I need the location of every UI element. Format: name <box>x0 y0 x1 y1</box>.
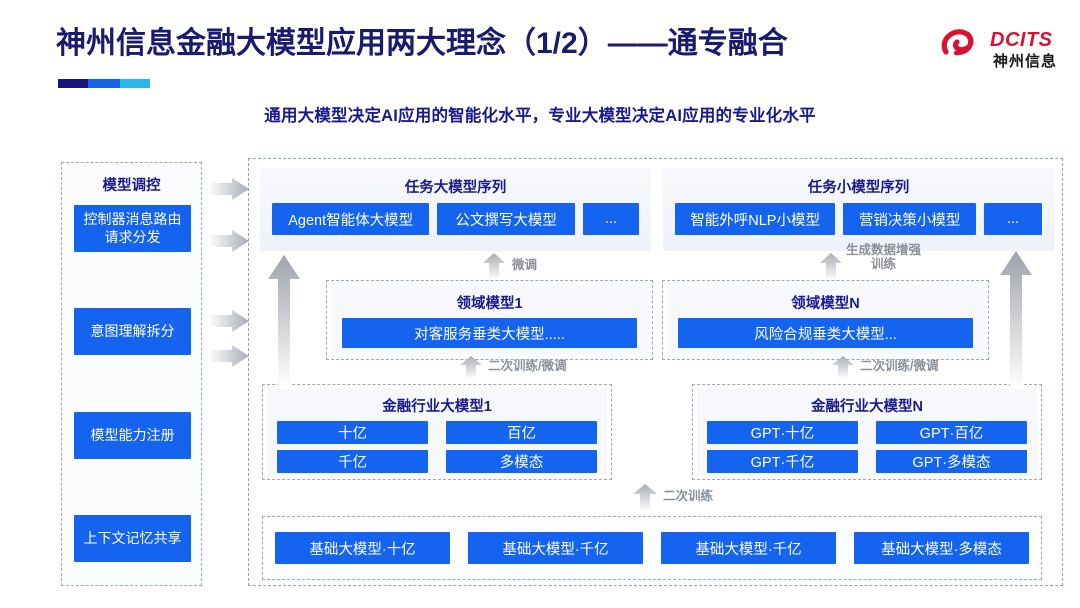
arrow-label-second-train: 二次训练 <box>663 489 714 503</box>
architecture-frame <box>248 158 1063 586</box>
domain-model-n-frame: 领域模型N 风险合规垂类大模型... <box>662 280 989 360</box>
base-chip-multimodal[interactable]: 基础大模型·多模态 <box>854 532 1029 564</box>
svg-text:神州信息: 神州信息 <box>993 52 1057 70</box>
chip-doc-writing-model[interactable]: 公文撰写大模型 <box>437 203 575 235</box>
title-accent-rule <box>58 79 150 88</box>
page-title: 神州信息金融大模型应用两大理念（1/2）——通专融合 <box>56 27 788 60</box>
right-arrow-icon-1 <box>209 178 249 200</box>
industry-1-cell-shiyi[interactable]: 十亿 <box>277 421 428 444</box>
up-arrow-icon-second-train <box>633 484 657 510</box>
control-panel-title: 模型调控 <box>102 178 161 194</box>
up-arrow-icon-tall-right <box>1000 251 1032 387</box>
control-item-register[interactable]: 模型能力注册 <box>74 412 191 459</box>
arrow-label-retrain-right: 二次训练/微调 <box>860 359 939 373</box>
up-arrow-icon-datagen <box>820 253 842 279</box>
arrow-label-datagen: 生成数据增强 训练 <box>846 243 921 272</box>
dcits-swirl-icon: DCITS 神州信息 <box>941 29 1057 70</box>
base-chip-shiyi[interactable]: 基础大模型·十亿 <box>275 532 450 564</box>
industry-1-cell-multimodal[interactable]: 多模态 <box>446 450 597 473</box>
base-chip-qianyi-2[interactable]: 基础大模型·千亿 <box>661 532 836 564</box>
chip-more-big[interactable]: ... <box>582 203 639 235</box>
up-arrow-icon-finetune <box>483 253 505 279</box>
arrow-label-retrain-left: 二次训练/微调 <box>488 359 567 373</box>
industry-model-1-grid: 十亿 百亿 千亿 多模态 <box>277 421 597 473</box>
task-small-model-chip-row: 智能外呼NLP小模型 营销决策小模型 ... <box>663 197 1054 246</box>
base-model-frame: 基础大模型·十亿 基础大模型·千亿 基础大模型·千亿 基础大模型·多模态 <box>262 516 1042 580</box>
domain-model-1-title: 领域模型1 <box>456 296 523 312</box>
chip-marketing-decision-model[interactable]: 营销决策小模型 <box>843 203 976 235</box>
task-big-model-panel: 任务大模型序列 Agent智能体大模型 公文撰写大模型 ... <box>260 168 651 251</box>
up-arrow-icon-retrain-right <box>832 356 854 378</box>
domain-model-1-frame: 领域模型1 对客服务垂类大模型..... <box>326 280 653 360</box>
industry-model-1-title: 金融行业大模型1 <box>382 399 492 415</box>
task-small-model-title: 任务小模型序列 <box>807 180 910 196</box>
arrow-label-finetune: 微调 <box>512 258 538 272</box>
control-item-context[interactable]: 上下文记忆共享 <box>74 515 191 562</box>
industry-n-cell-gpt-qianyi[interactable]: GPT·千亿 <box>707 450 858 473</box>
chip-nlp-outbound-model[interactable]: 智能外呼NLP小模型 <box>675 203 836 235</box>
industry-1-cell-qianyi[interactable]: 千亿 <box>277 450 428 473</box>
domain-model-n-title: 领域模型N <box>791 296 860 312</box>
industry-model-n-title: 金融行业大模型N <box>811 399 923 415</box>
domain-model-n-chip[interactable]: 风险合规垂类大模型... <box>678 318 973 348</box>
industry-n-cell-gpt-multimodal[interactable]: GPT·多模态 <box>876 450 1027 473</box>
task-big-model-chip-row: Agent智能体大模型 公文撰写大模型 ... <box>260 197 651 246</box>
right-arrow-icon-2 <box>209 230 249 252</box>
industry-n-cell-gpt-shiyi[interactable]: GPT·十亿 <box>707 421 858 444</box>
base-model-row: 基础大模型·十亿 基础大模型·千亿 基础大模型·千亿 基础大模型·多模态 <box>263 517 1041 579</box>
task-small-model-panel: 任务小模型序列 智能外呼NLP小模型 营销决策小模型 ... <box>663 168 1054 251</box>
industry-1-cell-baiyi[interactable]: 百亿 <box>446 421 597 444</box>
up-arrow-icon-retrain-left <box>460 356 482 378</box>
domain-model-1-chip[interactable]: 对客服务垂类大模型..... <box>342 318 637 348</box>
control-panel: 模型调控 控制器消息路由请求分发 意图理解拆分 模型能力注册 上下文记忆共享 <box>61 162 202 586</box>
control-item-dispatch[interactable]: 控制器消息路由请求分发 <box>74 205 191 252</box>
right-arrow-icon-3 <box>209 310 249 332</box>
industry-model-n-grid: GPT·十亿 GPT·百亿 GPT·千亿 GPT·多模态 <box>707 421 1027 473</box>
arrow-label-datagen-line1: 生成数据增强 <box>846 243 922 257</box>
base-chip-qianyi-1[interactable]: 基础大模型·千亿 <box>468 532 643 564</box>
industry-model-n-frame: 金融行业大模型N GPT·十亿 GPT·百亿 GPT·千亿 GPT·多模态 <box>692 384 1042 480</box>
industry-n-cell-gpt-baiyi[interactable]: GPT·百亿 <box>876 421 1027 444</box>
dcits-logo: DCITS 神州信息 <box>938 22 1066 72</box>
chip-more-small[interactable]: ... <box>984 203 1043 235</box>
arrow-label-datagen-line2: 训练 <box>871 257 897 272</box>
task-big-model-title: 任务大模型序列 <box>404 180 507 196</box>
up-arrow-icon-tall-left <box>268 255 300 385</box>
svg-text:DCITS: DCITS <box>990 29 1053 51</box>
right-arrow-icon-4 <box>209 345 249 367</box>
page-subtitle: 通用大模型决定AI应用的智能化水平，专业大模型决定AI应用的专业化水平 <box>264 107 816 125</box>
control-item-intent[interactable]: 意图理解拆分 <box>74 308 191 355</box>
industry-model-1-frame: 金融行业大模型1 十亿 百亿 千亿 多模态 <box>262 384 612 480</box>
chip-agent-model[interactable]: Agent智能体大模型 <box>272 203 430 235</box>
